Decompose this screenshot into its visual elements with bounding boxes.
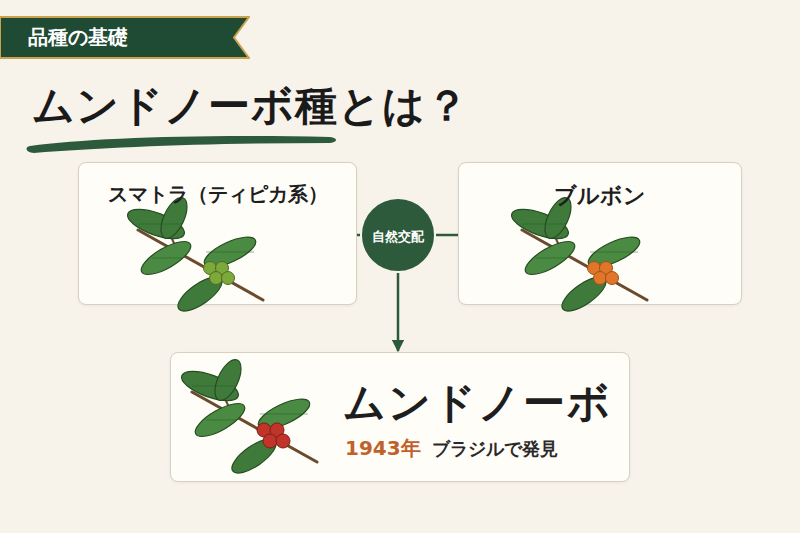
connector [397, 273, 400, 351]
process-circle: 自然交配 [360, 197, 436, 273]
node-label: 品種の基礎 [28, 24, 128, 51]
connector [436, 234, 458, 237]
coffee-branch [508, 194, 647, 317]
node-label: ブルボン [459, 181, 741, 211]
title-underline [27, 136, 336, 153]
parent-box: スマトラ（ティピカ系） [78, 162, 357, 305]
node-label: 自然交配 [362, 228, 434, 246]
category-tag: 品種の基礎 [0, 16, 250, 59]
node-sublabel: ブラジルで発見 [432, 437, 558, 461]
coffee-branch [178, 356, 317, 479]
result-box: ムンドノーボ 1943年ブラジルで発見 [170, 352, 630, 482]
node-label: スマトラ（ティピカ系） [79, 181, 356, 208]
diagram-title: ムンドノーボ種とは？ [32, 78, 469, 134]
parent-box: ブルボン [458, 162, 742, 305]
node-label: ムンドノーボ [343, 375, 612, 431]
node-sublabel: 1943年 [345, 435, 421, 462]
coffee-branch [124, 194, 263, 317]
